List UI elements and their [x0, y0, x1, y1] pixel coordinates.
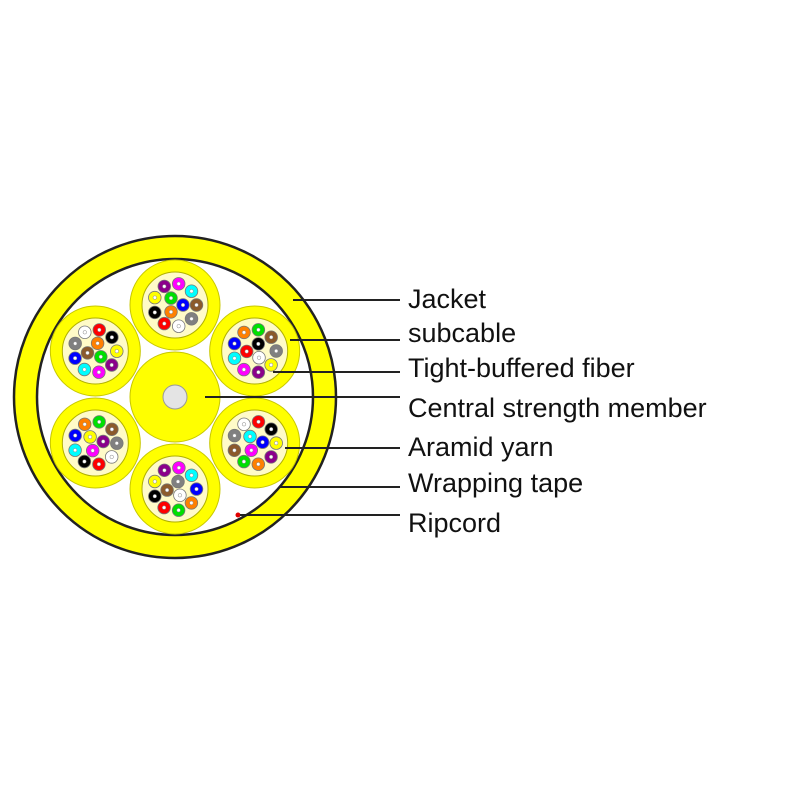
fiber-core — [180, 302, 186, 308]
fiber-core — [101, 439, 106, 444]
fiber-core — [260, 440, 265, 445]
fiber-core — [162, 284, 167, 289]
fiber-core — [177, 493, 182, 498]
fiber-core — [256, 419, 261, 424]
fiber-core — [152, 310, 157, 315]
label-aramid-yarn: Aramid yarn — [408, 432, 554, 462]
fiber-core — [256, 341, 261, 346]
fiber-core — [73, 356, 78, 361]
fiber-core — [176, 281, 181, 286]
fiber-core — [269, 335, 274, 340]
fiber-core — [152, 295, 157, 300]
fiber-core — [269, 362, 274, 367]
fiber-core — [114, 349, 119, 354]
label-tight-buffered-fiber: Tight-buffered fiber — [408, 353, 635, 383]
label-ripcord: Ripcord — [408, 508, 502, 538]
subcable — [49, 397, 141, 489]
fiber-core — [194, 487, 199, 492]
fiber-core — [232, 341, 237, 346]
subcable — [209, 397, 301, 489]
ripcord — [235, 512, 241, 518]
fiber-core — [82, 330, 87, 335]
fiber-core — [274, 441, 279, 446]
fiber-core — [95, 341, 100, 346]
fiber-core — [232, 433, 237, 438]
fiber-core — [244, 349, 249, 354]
fiber-core — [176, 508, 181, 513]
fiber-core — [97, 419, 102, 424]
fiber-core — [241, 367, 246, 372]
label-wrapping-tape: Wrapping tape — [408, 468, 584, 498]
fiber-core — [189, 500, 194, 505]
fiber-core — [114, 441, 119, 446]
fiber-core — [109, 335, 114, 340]
fiber-core — [82, 422, 87, 427]
fiber-core — [256, 370, 261, 375]
subcable — [209, 305, 301, 397]
fiber-core — [162, 468, 167, 473]
fiber-core — [256, 327, 261, 332]
fiber-core — [96, 370, 101, 375]
fiber-core — [82, 459, 87, 464]
fiber-core — [168, 309, 174, 314]
label-central-strength-member: Central strength member — [408, 393, 707, 423]
fiber-core — [189, 316, 194, 321]
fiber-core — [176, 465, 181, 470]
fiber-core — [73, 341, 78, 346]
fiber-core — [241, 422, 247, 427]
fiber-core — [168, 296, 174, 301]
fiber-core — [269, 454, 274, 459]
fiber-core — [152, 494, 157, 499]
fiber-core — [232, 448, 237, 453]
fiber-core — [241, 330, 247, 335]
fiber-core — [189, 289, 194, 294]
fiber-core — [247, 434, 253, 439]
fiber-core — [256, 462, 261, 467]
fiber-core — [85, 350, 90, 355]
fiber-core — [162, 505, 167, 510]
fiber-core — [249, 448, 254, 453]
fiber-core — [274, 348, 279, 354]
label-jacket: Jacket — [408, 284, 487, 314]
fiber-core — [109, 362, 114, 368]
fiber-core — [175, 479, 181, 484]
fiber-core — [73, 448, 78, 453]
fiber-core — [109, 427, 114, 432]
fiber-core — [176, 324, 181, 329]
fiber-core — [82, 367, 87, 372]
fiber-core — [88, 434, 93, 439]
fiber-core — [256, 355, 262, 360]
fiber-core — [98, 354, 103, 359]
fiber-core — [90, 448, 95, 453]
subcable — [49, 305, 141, 397]
fiber-core — [73, 433, 78, 438]
fiber-core — [162, 321, 167, 326]
fiber-core — [152, 479, 157, 484]
fiber-core — [109, 454, 114, 459]
fiber-core — [269, 427, 274, 432]
fiber-core — [232, 356, 237, 361]
fiber-core — [241, 459, 246, 464]
label-subcable: subcable — [408, 318, 517, 348]
subcable — [129, 443, 221, 535]
fiber-core — [165, 488, 170, 493]
fiber-core — [194, 302, 199, 308]
fiber-core — [96, 462, 101, 467]
fiber-core — [97, 327, 102, 332]
fiber-core — [189, 473, 194, 478]
subcable — [129, 259, 221, 351]
csm-rod — [162, 384, 188, 410]
